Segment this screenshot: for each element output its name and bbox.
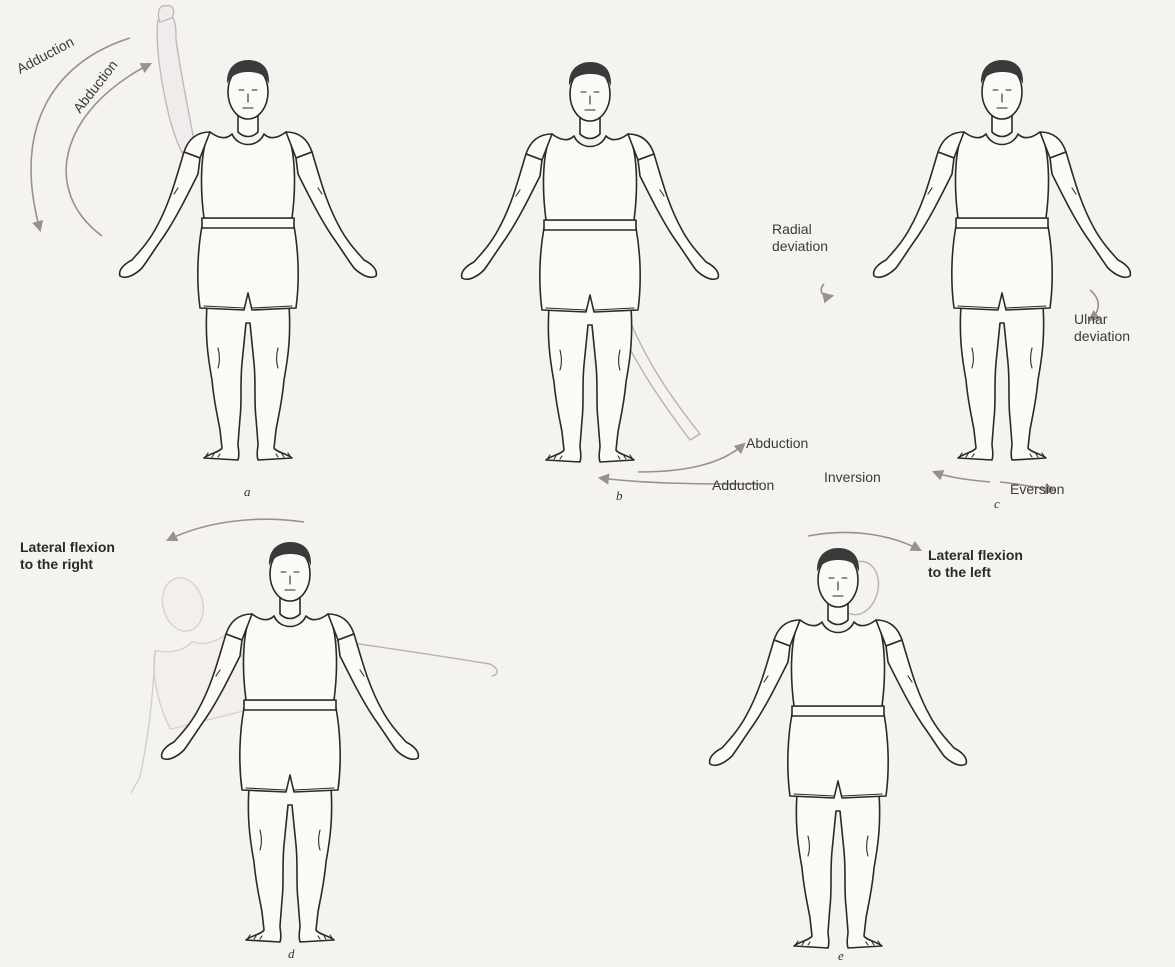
caption-d: d bbox=[288, 946, 295, 961]
label-line: deviation bbox=[1074, 328, 1130, 344]
caption-e: e bbox=[838, 948, 844, 963]
caption-c: c bbox=[994, 496, 1000, 511]
lateral-flexion-right-arrow bbox=[168, 519, 304, 540]
figure-b: Abduction Adduction b bbox=[462, 62, 809, 503]
label-eversion: Eversion bbox=[1010, 481, 1064, 497]
label-abduction-b: Abduction bbox=[746, 435, 808, 451]
inversion-arrow bbox=[934, 472, 990, 482]
abduction-arrow-b bbox=[638, 444, 744, 472]
ghost-abducted-leg bbox=[620, 326, 700, 440]
radial-deviation-arrow bbox=[821, 284, 832, 296]
person-a bbox=[120, 60, 377, 460]
label-adduction-a: Adduction bbox=[14, 33, 77, 76]
label-line: to the left bbox=[928, 564, 991, 580]
label-line: to the right bbox=[20, 556, 93, 572]
figure-a: Adduction Abduction a bbox=[14, 6, 376, 499]
caption-b: b bbox=[616, 488, 623, 503]
person-e bbox=[710, 548, 967, 948]
person-b bbox=[462, 62, 719, 462]
person-c bbox=[874, 60, 1131, 460]
label-line: deviation bbox=[772, 238, 828, 254]
label-inversion: Inversion bbox=[824, 469, 881, 485]
lateral-flexion-left-arrow bbox=[808, 532, 920, 550]
abduction-arrow-a bbox=[66, 64, 150, 236]
caption-a: a bbox=[244, 484, 251, 499]
label-adduction-b: Adduction bbox=[712, 477, 774, 493]
ghost-raised-arm bbox=[157, 16, 196, 160]
